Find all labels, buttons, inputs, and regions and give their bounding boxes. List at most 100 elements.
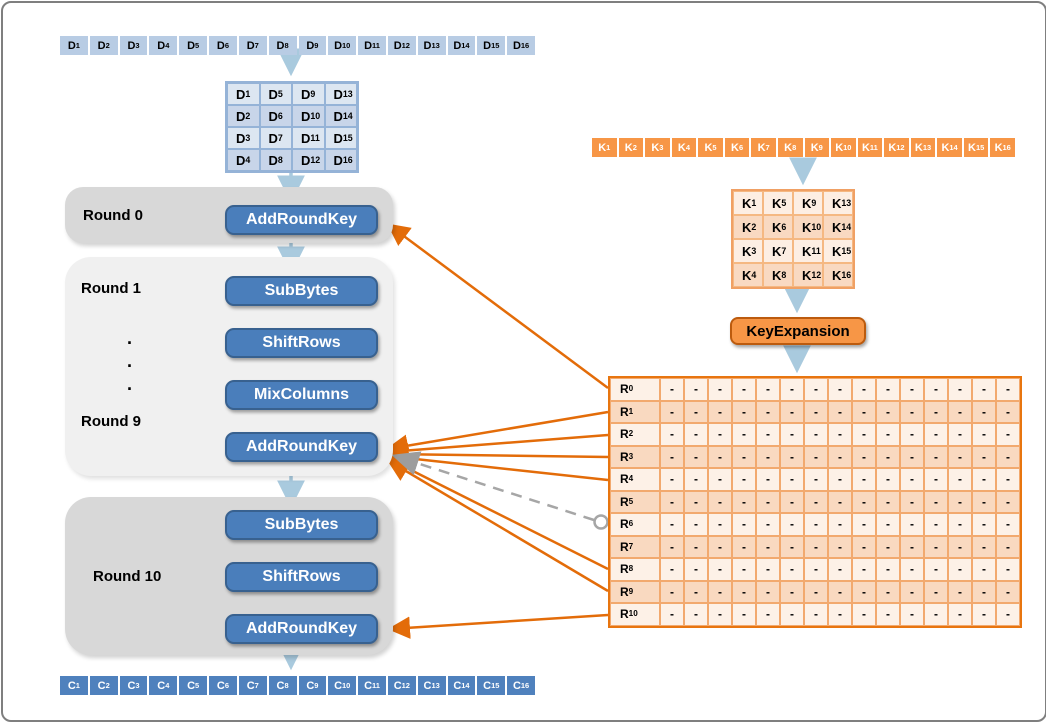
round-key-byte-cell: - [924, 400, 948, 423]
round-key-byte-cell: - [924, 580, 948, 603]
round-key-byte-cell: - [924, 535, 948, 558]
round-key-byte-cell: - [780, 580, 804, 603]
round-key-byte-cell: - [780, 558, 804, 581]
round-key-byte-cell: - [972, 513, 996, 536]
round-key-byte-cell: - [876, 535, 900, 558]
round-key-byte-cell: - [948, 535, 972, 558]
round-key-byte-cell: - [804, 535, 828, 558]
round-key-byte-cell: - [924, 378, 948, 401]
round-key-byte-cell: - [948, 445, 972, 468]
round-10-label: Round 10 [93, 568, 162, 585]
round-key-byte-cell: - [972, 468, 996, 491]
round-key-byte-cell: - [732, 535, 756, 558]
round-key-byte-cell: - [900, 423, 924, 446]
round-key-byte-cell: - [852, 603, 876, 626]
round-key-byte-cell: - [660, 378, 684, 401]
round-key-byte-cell: - [924, 423, 948, 446]
round-key-byte-cell: - [996, 490, 1020, 513]
round-key-byte-cell: - [948, 513, 972, 536]
roundkey-arrow-r4 [385, 446, 609, 482]
round-key-byte-cell: - [828, 513, 852, 536]
round-key-byte-cell: - [780, 445, 804, 468]
round-key-byte-cell: - [876, 468, 900, 491]
round-key-byte-cell: - [972, 378, 996, 401]
dashed-connector-endpoint [593, 514, 609, 530]
round-key-byte-cell: - [684, 580, 708, 603]
round-key-byte-cell: - [924, 558, 948, 581]
round-key-byte-cell: - [900, 468, 924, 491]
round-key-byte-cell: - [876, 490, 900, 513]
round-key-byte-cell: - [876, 580, 900, 603]
round-key-byte-cell: - [756, 535, 780, 558]
round-key-byte-cell: - [660, 603, 684, 626]
round-key-byte-cell: - [828, 558, 852, 581]
round-key-byte-cell: - [804, 378, 828, 401]
round-key-byte-cell: - [732, 445, 756, 468]
round-key-byte-cell: - [684, 378, 708, 401]
round-key-byte-cell: - [660, 445, 684, 468]
round-key-byte-cell: - [756, 558, 780, 581]
round-key-byte-cell: - [900, 400, 924, 423]
round-key-byte-cell: - [708, 490, 732, 513]
round-key-byte-cell: - [972, 445, 996, 468]
round-key-byte-cell: - [708, 400, 732, 423]
round-key-byte-cell: - [660, 535, 684, 558]
round-key-byte-cell: - [684, 400, 708, 423]
round-key-byte-cell: - [924, 603, 948, 626]
round-key-byte-cell: - [828, 490, 852, 513]
round-key-byte-cell: - [756, 580, 780, 603]
round-key-byte-cell: - [684, 445, 708, 468]
round-key-byte-cell: - [708, 423, 732, 446]
round-key-byte-cell: - [660, 423, 684, 446]
round-key-byte-cell: - [708, 580, 732, 603]
round-key-byte-cell: - [780, 513, 804, 536]
round-key-byte-cell: - [972, 580, 996, 603]
round-key-byte-cell: - [948, 468, 972, 491]
round-key-byte-cell: - [900, 580, 924, 603]
round-key-byte-cell: - [708, 558, 732, 581]
round-key-byte-cell: - [828, 580, 852, 603]
round-key-byte-cell: - [684, 535, 708, 558]
round-key-byte-cell: - [972, 400, 996, 423]
round-key-byte-cell: - [828, 400, 852, 423]
round-key-byte-cell: - [660, 558, 684, 581]
round-key-byte-cell: - [708, 445, 732, 468]
round-key-byte-cell: - [900, 603, 924, 626]
round-key-byte-cell: - [996, 558, 1020, 581]
round-key-byte-cell: - [732, 580, 756, 603]
round-key-byte-cell: - [780, 468, 804, 491]
